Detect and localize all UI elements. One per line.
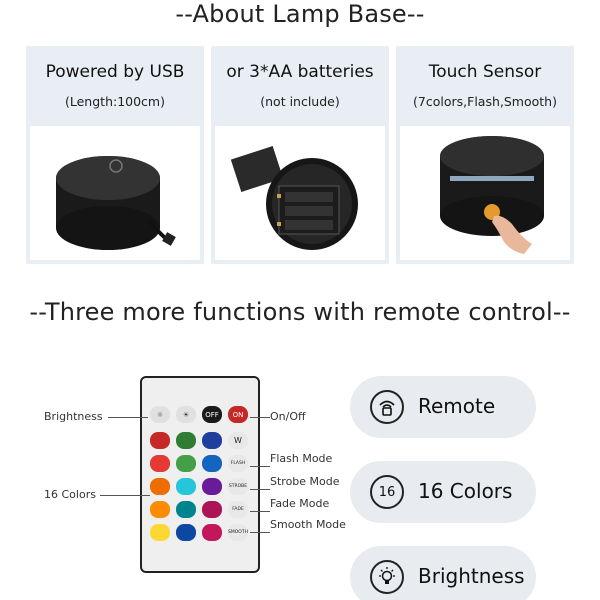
callout-flash-mode: Flash Mode: [270, 452, 333, 465]
mode-key-w[interactable]: W: [228, 432, 248, 449]
color-key[interactable]: [176, 501, 196, 518]
color-key[interactable]: [150, 455, 170, 472]
mode-key-strobe[interactable]: STROBE: [228, 478, 248, 495]
card-touch-subtitle: (7colors,Flash,Smooth): [413, 94, 557, 109]
card-usb: Powered by USB (Length:100cm): [26, 46, 204, 264]
leader-16-colors: [100, 495, 150, 496]
callout-brightness: Brightness: [44, 410, 103, 423]
card-batteries: or 3*AA batteries (not include): [211, 46, 389, 264]
mode-key-fade[interactable]: FADE: [228, 501, 248, 518]
about-lamp-base-heading: --About Lamp Base--: [175, 0, 425, 28]
callout-16-colors: 16 Colors: [44, 488, 96, 501]
leader-strobe: [250, 489, 270, 490]
leader-smooth: [250, 532, 270, 533]
callout-strobe-mode: Strobe Mode: [270, 475, 340, 488]
pill-remote-label: Remote: [418, 394, 496, 418]
color-key[interactable]: [202, 524, 222, 541]
leader-brightness: [108, 417, 148, 418]
card-touch-title: Touch Sensor: [428, 62, 542, 82]
mode-key-smooth[interactable]: SMOOTH: [228, 524, 248, 541]
brightness-down-key[interactable]: ☀: [176, 406, 196, 423]
three-functions-heading: --Three more functions with remote contr…: [29, 298, 571, 326]
card-touch-sensor: Touch Sensor (7colors,Flash,Smooth): [396, 46, 574, 264]
color-key[interactable]: [176, 432, 196, 449]
pill-16-colors: 16 16 Colors: [350, 461, 536, 523]
bulb-icon: [370, 560, 404, 594]
color-key[interactable]: [202, 478, 222, 495]
leader-flash: [250, 466, 270, 467]
color-key[interactable]: [150, 478, 170, 495]
color-key[interactable]: [150, 432, 170, 449]
pill-remote: Remote: [350, 376, 536, 438]
callout-smooth-mode: Smooth Mode: [270, 518, 346, 531]
callout-onoff: On/Off: [270, 410, 306, 423]
brightness-up-key[interactable]: ☼: [150, 406, 170, 423]
remote-control: ☼ ☀ OFF ON W FLASH STROBE FADE SMOOTH: [140, 376, 260, 573]
card-batteries-subtitle: (not include): [260, 94, 340, 109]
color-key[interactable]: [176, 524, 196, 541]
sixteen-icon: 16: [370, 475, 404, 509]
color-key[interactable]: [202, 432, 222, 449]
pill-brightness-label: Brightness: [418, 564, 525, 588]
remote-icon: [370, 390, 404, 424]
callout-fade-mode: Fade Mode: [270, 497, 330, 510]
color-key[interactable]: [150, 501, 170, 518]
pill-brightness: Brightness: [350, 546, 536, 600]
pill-16-colors-label: 16 Colors: [418, 479, 513, 503]
usb-lamp-base-image: [30, 126, 200, 260]
color-key[interactable]: [176, 455, 196, 472]
color-key[interactable]: [176, 478, 196, 495]
color-key[interactable]: [150, 524, 170, 541]
color-key[interactable]: [202, 455, 222, 472]
card-usb-title: Powered by USB: [45, 62, 185, 82]
color-key[interactable]: [202, 501, 222, 518]
battery-compartment-image: [215, 126, 385, 260]
on-key[interactable]: ON: [228, 406, 248, 423]
leader-fade: [250, 511, 270, 512]
card-usb-subtitle: (Length:100cm): [65, 94, 165, 109]
off-key[interactable]: OFF: [202, 406, 222, 423]
leader-onoff: [250, 417, 270, 418]
mode-key-flash[interactable]: FLASH: [228, 455, 248, 472]
card-batteries-title: or 3*AA batteries: [226, 62, 374, 82]
touch-sensor-image: [400, 126, 570, 260]
